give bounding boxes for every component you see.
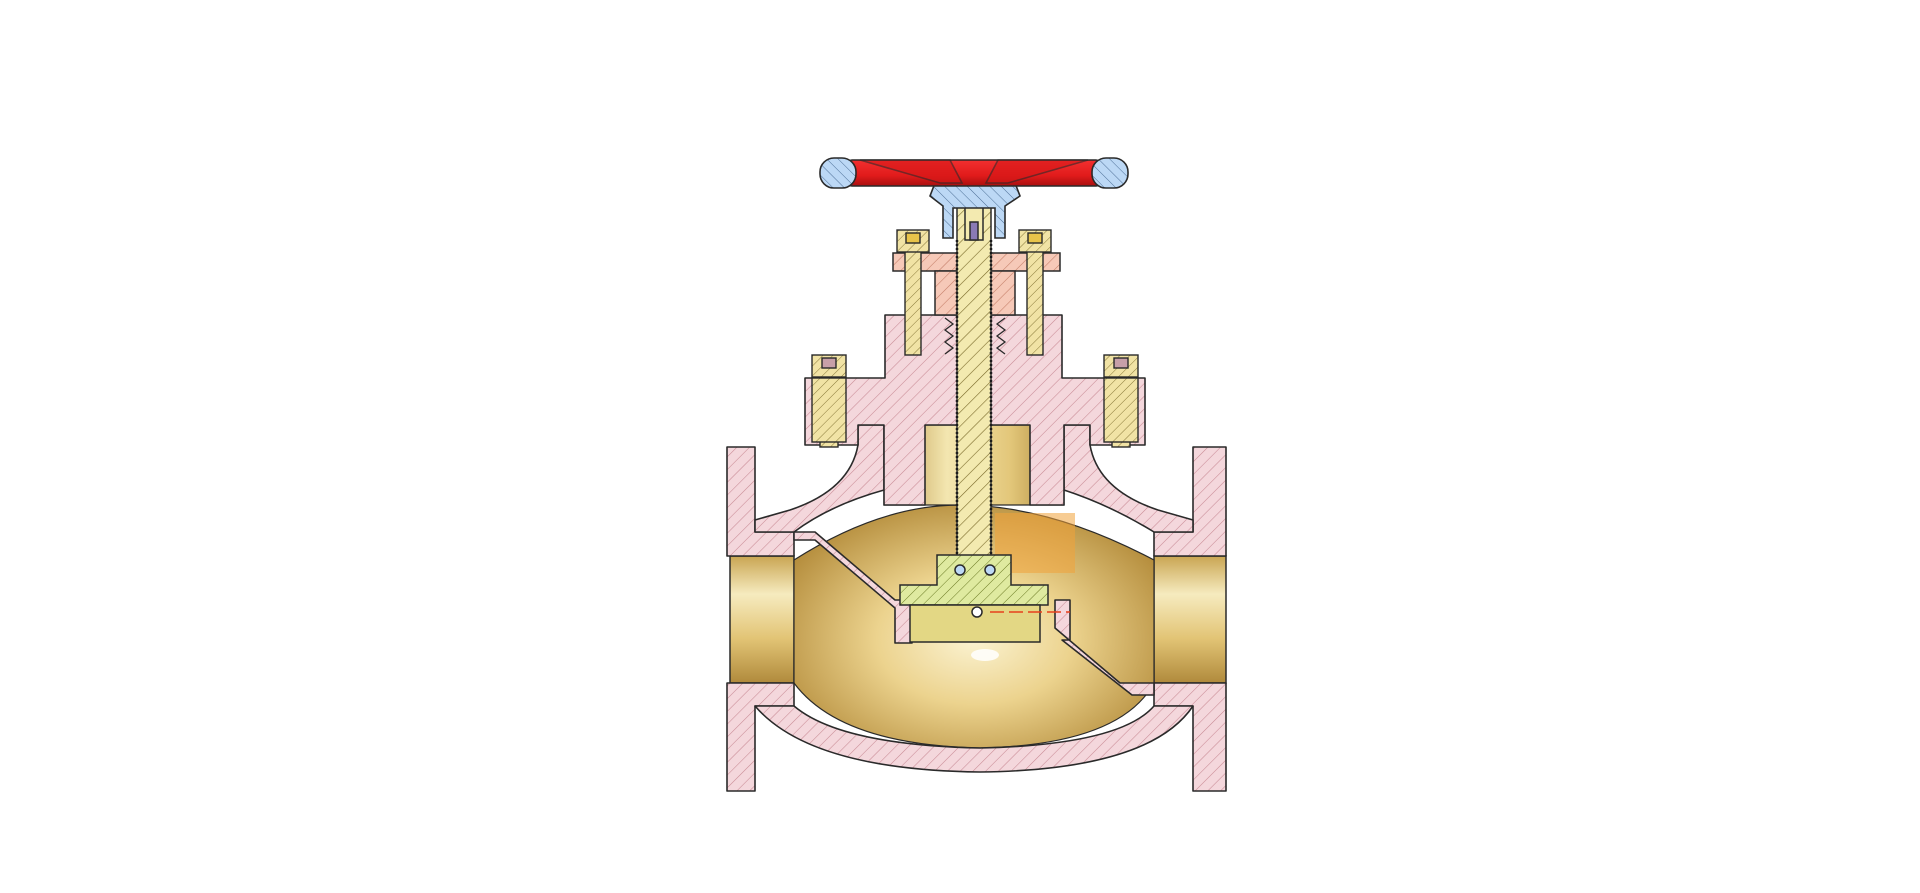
stem-insert	[969, 221, 979, 241]
handwheel-hub	[929, 182, 1021, 239]
handwheel-spoke-left	[859, 159, 964, 184]
body-lower-wall	[754, 705, 1194, 773]
body-washer-left	[811, 377, 847, 443]
cavity-highlight	[971, 649, 999, 661]
disc-pin-left	[954, 564, 966, 576]
body-nut-core-right	[1113, 357, 1129, 369]
inlet-bore	[729, 555, 795, 684]
stem	[955, 179, 993, 571]
body-washer-right	[1103, 377, 1139, 443]
handwheel-spoke-right	[984, 159, 1089, 184]
flow-marker-point	[971, 606, 983, 618]
disc-holder	[899, 554, 1049, 606]
hub-body	[929, 182, 1021, 239]
left-flange-lower	[726, 682, 795, 792]
gland-nut-core-right	[1027, 232, 1043, 244]
outlet-bore	[1153, 555, 1227, 684]
handwheel-grip-right	[1091, 157, 1129, 189]
gland-bolt-right	[1026, 239, 1044, 356]
packing	[943, 317, 1007, 355]
disc-pin-right	[984, 564, 996, 576]
body-bolts	[811, 354, 1139, 448]
handwheel-grip-left	[819, 157, 857, 189]
disc-assembly	[899, 554, 1070, 643]
left-flange	[726, 446, 795, 557]
packing-right-icon	[995, 317, 1007, 355]
gland-nut-core-left	[905, 232, 921, 244]
gland-bolts	[896, 229, 1052, 356]
stem-shaft	[956, 189, 992, 571]
valve-body-section	[726, 314, 1227, 792]
handwheel[interactable]	[819, 157, 1129, 189]
right-flange	[1153, 446, 1227, 557]
partition-right	[1054, 599, 1155, 696]
gland-bolt-left	[904, 239, 922, 356]
right-flange-lower	[1153, 682, 1227, 792]
packing-left-icon	[943, 317, 955, 355]
body-nut-core-left	[821, 357, 837, 369]
